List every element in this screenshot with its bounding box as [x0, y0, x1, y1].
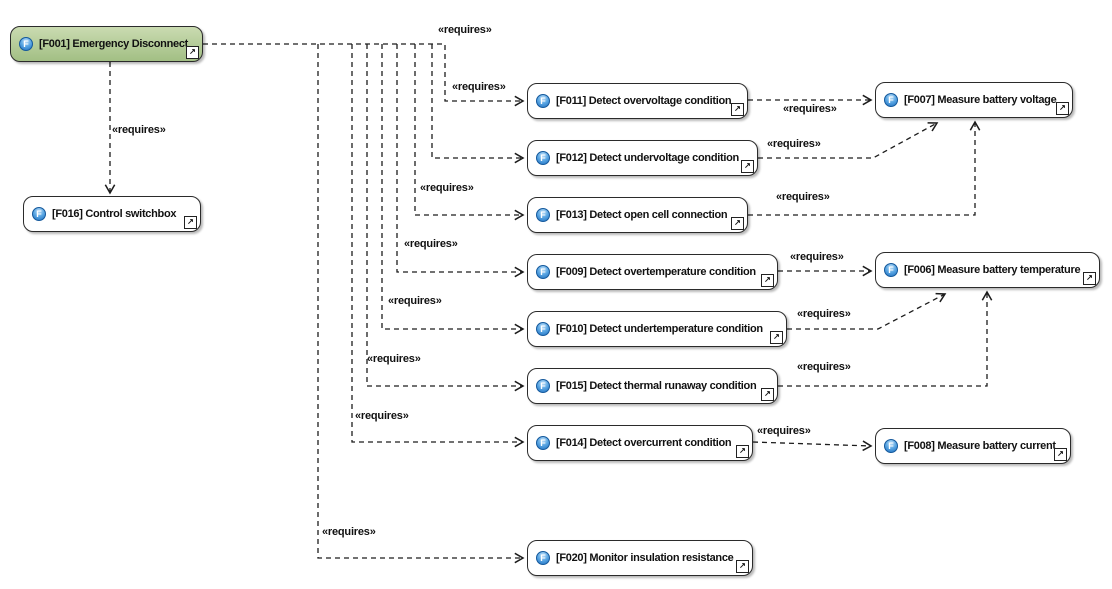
- edge-F001-F015[interactable]: [366, 44, 525, 392]
- node-F016[interactable]: F [F016] Control switchbox ↗: [23, 196, 201, 232]
- edge-F010-F006[interactable]: [787, 292, 947, 330]
- function-icon: F: [19, 37, 33, 51]
- edge-F014-F008[interactable]: [752, 440, 873, 452]
- function-icon: F: [536, 151, 550, 165]
- requires-label: «requires»: [452, 81, 506, 93]
- node-label: [F013] Detect open cell connection: [556, 209, 728, 221]
- requires-label: «requires»: [767, 138, 821, 150]
- node-label: [F008] Measure battery current: [904, 440, 1056, 452]
- requires-label: «requires»: [404, 238, 458, 250]
- requires-label: «requires»: [322, 526, 376, 538]
- requires-label: «requires»: [112, 124, 166, 136]
- requires-label: «requires»: [355, 410, 409, 422]
- node-F008[interactable]: F [F008] Measure battery current ↗: [875, 428, 1071, 464]
- requires-label: «requires»: [783, 103, 837, 115]
- node-F014[interactable]: F [F014] Detect overcurrent condition ↗: [527, 425, 753, 461]
- requires-label: «requires»: [438, 24, 492, 36]
- node-label: [F006] Measure battery temperature: [904, 264, 1081, 276]
- open-diagram-icon[interactable]: ↗: [761, 388, 774, 401]
- node-label: [F020] Monitor insulation resistance: [556, 552, 734, 564]
- node-label: [F011] Detect overvoltage condition: [556, 95, 732, 107]
- node-label: [F001] Emergency Disconnect: [39, 38, 189, 50]
- edge-F001-F014[interactable]: [351, 44, 525, 448]
- requires-label: «requires»: [790, 251, 844, 263]
- open-diagram-icon[interactable]: ↗: [741, 160, 754, 173]
- node-label: [F014] Detect overcurrent condition: [556, 437, 732, 449]
- node-F020[interactable]: F [F020] Monitor insulation resistance ↗: [527, 540, 753, 576]
- node-label: [F009] Detect overtemperature condition: [556, 266, 756, 278]
- edge-F013-F007[interactable]: [748, 120, 981, 216]
- edge-F001-F009[interactable]: [396, 44, 525, 278]
- open-diagram-icon[interactable]: ↗: [761, 274, 774, 287]
- edge-F015-F006[interactable]: [778, 290, 993, 387]
- function-icon: F: [536, 322, 550, 336]
- node-label: [F016] Control switchbox: [52, 208, 177, 220]
- edge-F001-F011[interactable]: [203, 43, 525, 107]
- open-diagram-icon[interactable]: ↗: [1083, 272, 1096, 285]
- requires-label: «requires»: [420, 182, 474, 194]
- node-F007[interactable]: F [F007] Measure battery voltage ↗: [875, 82, 1073, 118]
- node-F009[interactable]: F [F009] Detect overtemperature conditio…: [527, 254, 778, 290]
- node-F010[interactable]: F [F010] Detect undertemperature conditi…: [527, 311, 787, 347]
- function-icon: F: [536, 379, 550, 393]
- node-F001[interactable]: F [F001] Emergency Disconnect ↗: [10, 26, 203, 62]
- requires-label: «requires»: [757, 425, 811, 437]
- requires-label: «requires»: [776, 191, 830, 203]
- node-label: [F010] Detect undertemperature condition: [556, 323, 763, 335]
- open-diagram-icon[interactable]: ↗: [770, 331, 783, 344]
- requires-label: «requires»: [797, 308, 851, 320]
- function-icon: F: [536, 551, 550, 565]
- function-icon: F: [536, 94, 550, 108]
- node-F012[interactable]: F [F012] Detect undervoltage condition ↗: [527, 140, 758, 176]
- function-icon: F: [32, 207, 46, 221]
- function-icon: F: [536, 436, 550, 450]
- edge-F001-F020[interactable]: [317, 44, 525, 564]
- function-icon: F: [536, 208, 550, 222]
- open-diagram-icon[interactable]: ↗: [186, 46, 199, 59]
- node-label: [F012] Detect undervoltage condition: [556, 152, 739, 164]
- requires-label: «requires»: [367, 353, 421, 365]
- open-diagram-icon[interactable]: ↗: [731, 103, 744, 116]
- open-diagram-icon[interactable]: ↗: [1056, 102, 1069, 115]
- node-F006[interactable]: F [F006] Measure battery temperature ↗: [875, 252, 1100, 288]
- node-label: [F015] Detect thermal runaway condition: [556, 380, 757, 392]
- open-diagram-icon[interactable]: ↗: [731, 217, 744, 230]
- node-label: [F007] Measure battery voltage: [904, 94, 1057, 106]
- edge-F001-F010[interactable]: [381, 44, 525, 335]
- function-icon: F: [884, 93, 898, 107]
- node-F011[interactable]: F [F011] Detect overvoltage condition ↗: [527, 83, 748, 119]
- edge-F001-F012[interactable]: [431, 44, 525, 164]
- edge-F012-F007[interactable]: [758, 122, 939, 159]
- requires-label: «requires»: [797, 361, 851, 373]
- edge-F001-F013[interactable]: [414, 44, 525, 221]
- requires-label: «requires»: [388, 295, 442, 307]
- open-diagram-icon[interactable]: ↗: [736, 445, 749, 458]
- node-F015[interactable]: F [F015] Detect thermal runaway conditio…: [527, 368, 778, 404]
- function-icon: F: [884, 439, 898, 453]
- node-F013[interactable]: F [F013] Detect open cell connection ↗: [527, 197, 748, 233]
- open-diagram-icon[interactable]: ↗: [736, 560, 749, 573]
- open-diagram-icon[interactable]: ↗: [184, 216, 197, 229]
- function-icon: F: [884, 263, 898, 277]
- function-icon: F: [536, 265, 550, 279]
- open-diagram-icon[interactable]: ↗: [1054, 448, 1067, 461]
